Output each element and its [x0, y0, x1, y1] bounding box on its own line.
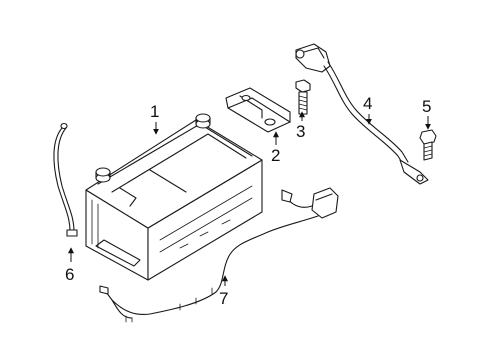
callout-5: 5: [422, 97, 431, 130]
wiring-harness: [99, 187, 339, 323]
callout-label-3: 3: [296, 122, 305, 141]
battery: [85, 113, 263, 281]
callout-label-6: 6: [65, 265, 74, 284]
callout-label-7: 7: [219, 289, 228, 308]
callout-6: 6: [65, 247, 74, 284]
callout-label-4: 4: [363, 94, 372, 113]
callout-label-1: 1: [150, 102, 159, 121]
bolt-part-3: [295, 79, 311, 115]
callout-1: 1: [150, 102, 159, 135]
callout-2: 2: [271, 131, 280, 165]
bolt-part-5: [419, 129, 437, 161]
hold-down-bracket: [225, 87, 291, 133]
callout-3: 3: [296, 111, 305, 141]
callout-7: 7: [219, 275, 228, 308]
callout-4: 4: [363, 94, 372, 125]
battery-cable: [295, 43, 429, 185]
callout-label-2: 2: [271, 146, 280, 165]
vent-tube: [53, 122, 78, 237]
callout-label-5: 5: [422, 97, 431, 116]
